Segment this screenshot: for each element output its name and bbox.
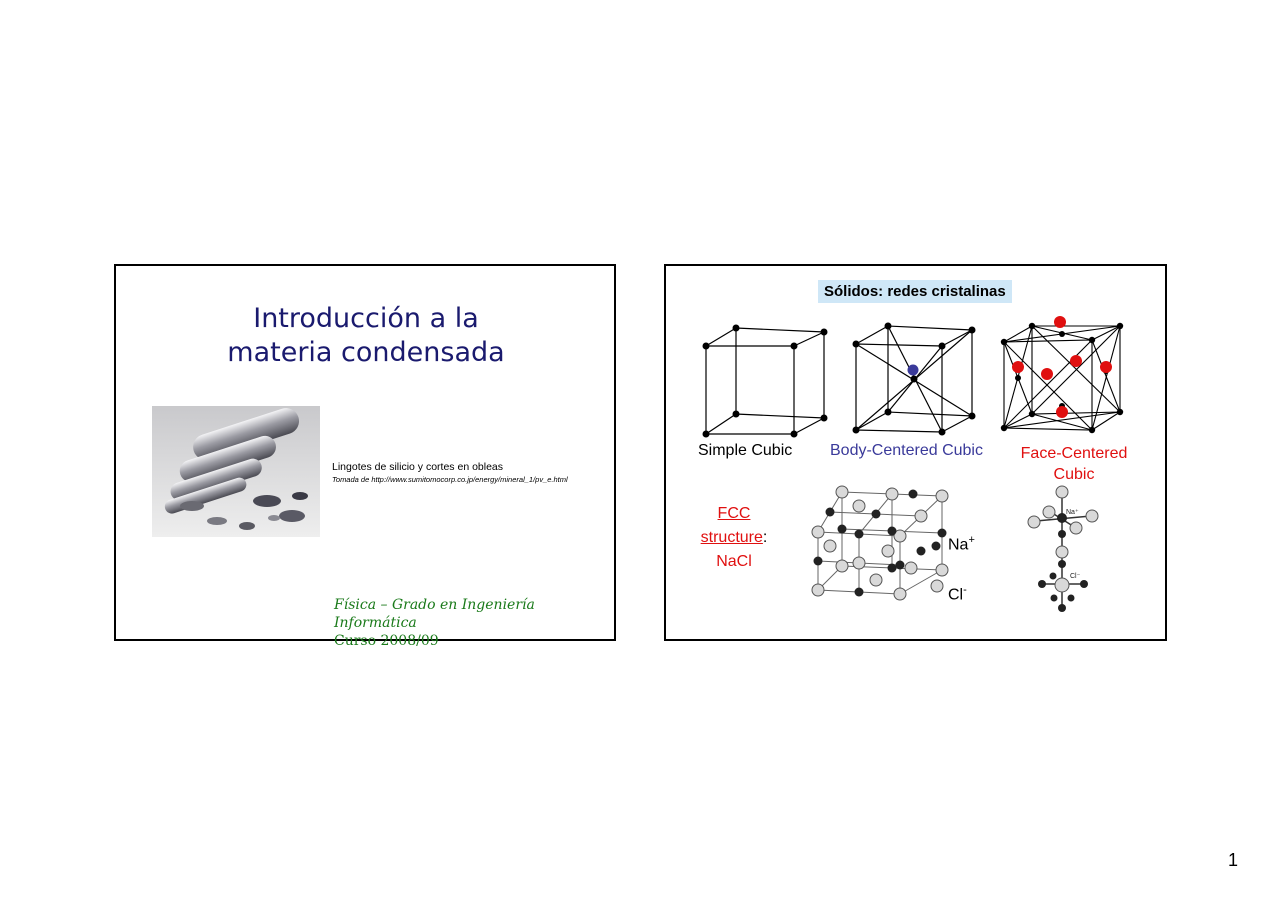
fcc-link[interactable]: FCC (717, 505, 751, 522)
simple-cubic-diagram (705, 327, 825, 435)
course-footer: Física – Grado en Ingeniería Informática… (334, 596, 614, 650)
face-centered-cubic-diagram (1003, 325, 1121, 431)
simple-cubic-atoms (702, 324, 828, 438)
section-title: Sólidos: redes cristalinas (818, 280, 1012, 303)
fcc-face-atoms (1012, 316, 1112, 418)
label-face-centered-cubic: Face-Centered Cubic (1006, 443, 1142, 485)
title-line-1: Introducción a la (253, 303, 479, 334)
na-ion-label: Na+ (948, 534, 975, 554)
cl-ion-text: Cl (948, 586, 964, 604)
structure-link[interactable]: structure (700, 529, 763, 546)
na-ion-text: Na (948, 536, 969, 554)
nacl-atoms (811, 485, 949, 601)
bcc-center-atom (907, 364, 919, 376)
title-line-2: materia condensada (227, 337, 505, 368)
molecule-na-label: Na⁺ (1066, 509, 1079, 516)
nacl-label: NaCl (716, 553, 752, 570)
nacl-molecule-diagram: Na⁺ Cl⁻ (1027, 485, 1099, 612)
fcc-label-line-1: Face-Centered (1020, 445, 1128, 462)
bcc-corner-atoms (852, 322, 976, 436)
cl-ion-charge: - (963, 584, 967, 596)
molecule-cl-label: Cl⁻ (1070, 573, 1081, 580)
label-simple-cubic: Simple Cubic (698, 442, 793, 459)
image-source: Tomada de http://www.sumitomocorp.co.jp/… (332, 475, 568, 484)
course-name: Física – Grado en Ingeniería Informática (334, 597, 535, 631)
cl-ion-label: Cl- (948, 584, 967, 604)
course-year: Curso 2008/09 (334, 633, 439, 649)
label-body-centered-cubic: Body-Centered Cubic (830, 442, 983, 459)
image-caption: Lingotes de silicio y cortes en obleas (332, 461, 504, 473)
slide-intro: Introducción a la materia condensada Lin… (114, 264, 616, 649)
fcc-structure-caption: FCC structure: NaCl (694, 502, 774, 574)
fcc-label-line-2: Cubic (1053, 466, 1095, 483)
lattice-diagrams: Na⁺ Cl⁻ (702, 316, 1124, 612)
slide-title: Introducción a la materia condensada (116, 302, 616, 370)
slide-crystal-lattices: Sólidos: redes cristalinas (664, 264, 1167, 641)
na-ion-charge: + (968, 534, 975, 546)
page-number: 1 (1227, 850, 1238, 870)
structure-colon: : (762, 529, 768, 546)
silicon-ingots-image (152, 406, 320, 537)
